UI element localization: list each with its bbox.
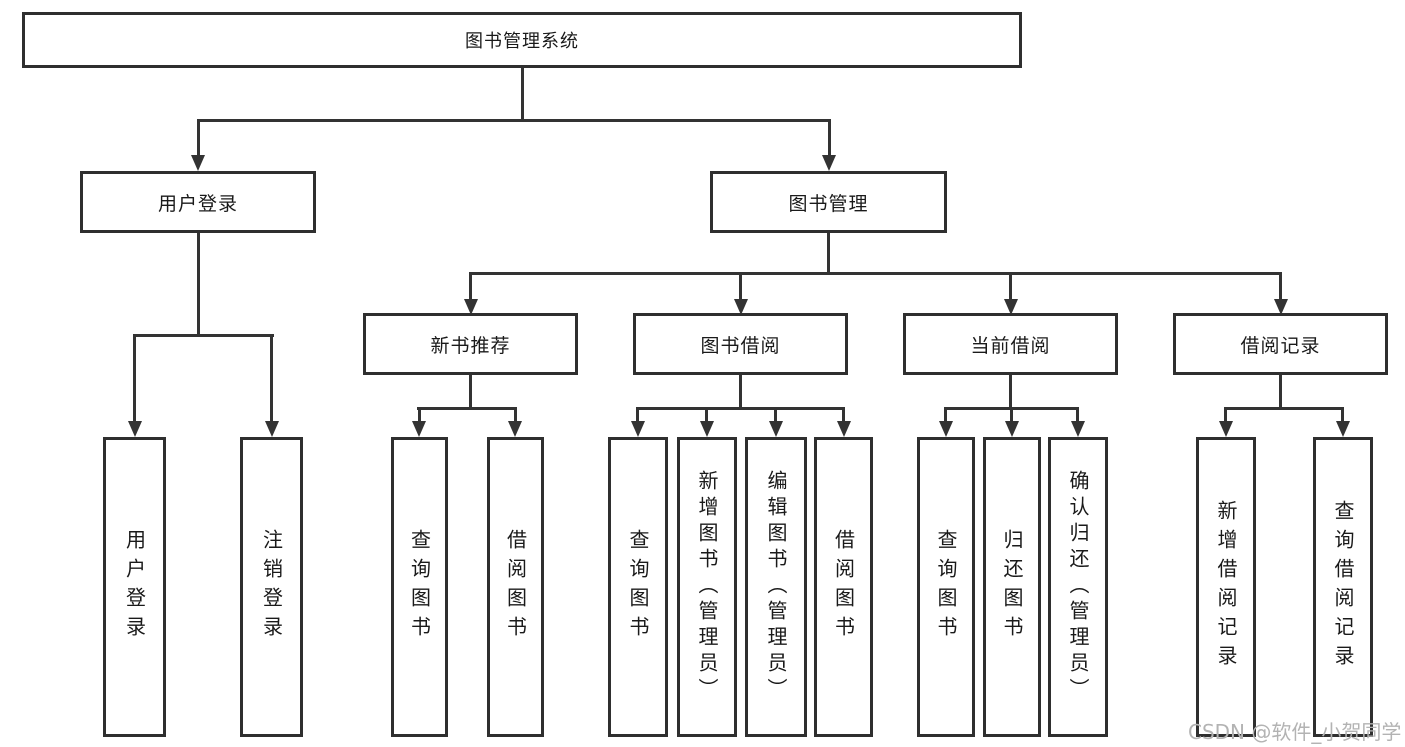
connector-line <box>133 334 274 337</box>
arrowhead-down-icon <box>1219 421 1233 437</box>
node-book-management: 图书管理 <box>710 171 947 233</box>
node-current-borrow-label: 当前借阅 <box>970 334 1051 357</box>
leaf-newbook-query-books-label: 查询图书 <box>407 529 432 645</box>
connector-line <box>521 68 524 120</box>
arrowhead-down-icon <box>191 155 205 171</box>
arrowhead-down-icon <box>1336 421 1350 437</box>
arrowhead-down-icon <box>837 421 851 437</box>
connector-line <box>1341 407 1344 424</box>
connector-line <box>1010 407 1013 424</box>
leaf-confirm-return-admin: 确认归还（管理员） <box>1048 437 1108 737</box>
connector-line <box>514 407 517 424</box>
connector-line <box>469 375 472 410</box>
arrowhead-down-icon <box>412 421 426 437</box>
connector-line <box>1279 272 1282 302</box>
connector-line <box>739 272 742 302</box>
connector-line <box>418 407 421 424</box>
leaf-logout-label: 注销登录 <box>259 529 284 645</box>
connector-line <box>197 233 200 336</box>
connector-line <box>469 272 472 302</box>
arrowhead-down-icon <box>508 421 522 437</box>
leaf-edit-books-admin: 编辑图书（管理员） <box>745 437 807 737</box>
node-book-management-label: 图书管理 <box>788 192 869 215</box>
leaf-query-borrow-record: 查询借阅记录 <box>1313 437 1373 737</box>
node-borrow-record-label: 借阅记录 <box>1240 334 1321 357</box>
connector-line <box>270 334 273 423</box>
leaf-query-borrow-record-label: 查询借阅记录 <box>1331 500 1355 674</box>
arrowhead-down-icon <box>769 421 783 437</box>
arrowhead-down-icon <box>734 299 748 315</box>
connector-line <box>827 233 830 274</box>
leaf-borrow-books: 借阅图书 <box>814 437 873 737</box>
arrowhead-down-icon <box>1004 299 1018 315</box>
connector-line <box>828 119 831 159</box>
leaf-user-login: 用户登录 <box>103 437 166 737</box>
node-book-borrow: 图书借阅 <box>633 313 848 375</box>
connector-line <box>133 334 136 423</box>
connector-line <box>636 407 845 410</box>
connector-line <box>197 119 830 122</box>
leaf-confirm-return-admin-label: 确认归还（管理员） <box>1066 470 1090 704</box>
connector-line <box>705 407 708 424</box>
leaf-add-books-admin-label: 新增图书（管理员） <box>695 470 719 704</box>
connector-line <box>469 272 1282 275</box>
arrowhead-down-icon <box>464 299 478 315</box>
connector-line <box>1279 375 1282 410</box>
connector-line <box>842 407 845 424</box>
leaf-add-books-admin: 新增图书（管理员） <box>677 437 737 737</box>
node-new-book-recommend-label: 新书推荐 <box>430 334 511 357</box>
leaf-newbook-query-books: 查询图书 <box>391 437 448 737</box>
arrowhead-down-icon <box>1071 421 1085 437</box>
connector-line <box>1224 407 1227 424</box>
arrowhead-down-icon <box>939 421 953 437</box>
leaf-return-books: 归还图书 <box>983 437 1041 737</box>
leaf-edit-books-admin-label: 编辑图书（管理员） <box>764 470 788 704</box>
node-borrow-record: 借阅记录 <box>1173 313 1388 375</box>
connector-line <box>1076 407 1079 424</box>
connector-line <box>197 119 200 159</box>
arrowhead-down-icon <box>128 421 142 437</box>
leaf-borrow-query-books-label: 查询图书 <box>626 529 650 645</box>
connector-line <box>1009 272 1012 302</box>
leaf-add-borrow-record-label: 新增借阅记录 <box>1214 500 1238 674</box>
arrowhead-down-icon <box>822 155 836 171</box>
leaf-add-borrow-record: 新增借阅记录 <box>1196 437 1256 737</box>
leaf-newbook-borrow-books-label: 借阅图书 <box>503 529 528 645</box>
arrowhead-down-icon <box>1005 421 1019 437</box>
leaf-current-query-books: 查询图书 <box>917 437 975 737</box>
leaf-newbook-borrow-books: 借阅图书 <box>487 437 544 737</box>
arrowhead-down-icon <box>265 421 279 437</box>
connector-line <box>1009 375 1012 410</box>
node-new-book-recommend: 新书推荐 <box>363 313 578 375</box>
connector-line <box>636 407 639 424</box>
connector-line <box>417 407 517 410</box>
leaf-user-login-label: 用户登录 <box>122 529 147 645</box>
connector-line <box>944 407 947 424</box>
leaf-current-query-books-label: 查询图书 <box>934 529 958 645</box>
arrowhead-down-icon <box>700 421 714 437</box>
node-current-borrow: 当前借阅 <box>903 313 1118 375</box>
connector-line <box>739 375 742 410</box>
connector-line <box>1224 407 1344 410</box>
leaf-logout: 注销登录 <box>240 437 303 737</box>
csdn-watermark: CSDN @软件_小贺同学 <box>1188 720 1402 744</box>
node-library-system-label: 图书管理系统 <box>465 31 579 52</box>
leaf-borrow-books-label: 借阅图书 <box>831 529 856 645</box>
node-user-login-label: 用户登录 <box>157 192 238 215</box>
leaf-return-books-label: 归还图书 <box>1000 529 1024 645</box>
arrowhead-down-icon <box>1274 299 1288 315</box>
node-user-login: 用户登录 <box>80 171 316 233</box>
node-book-borrow-label: 图书借阅 <box>700 334 781 357</box>
arrowhead-down-icon <box>631 421 645 437</box>
leaf-borrow-query-books: 查询图书 <box>608 437 668 737</box>
node-library-system: 图书管理系统 <box>22 12 1022 68</box>
connector-line <box>774 407 777 424</box>
